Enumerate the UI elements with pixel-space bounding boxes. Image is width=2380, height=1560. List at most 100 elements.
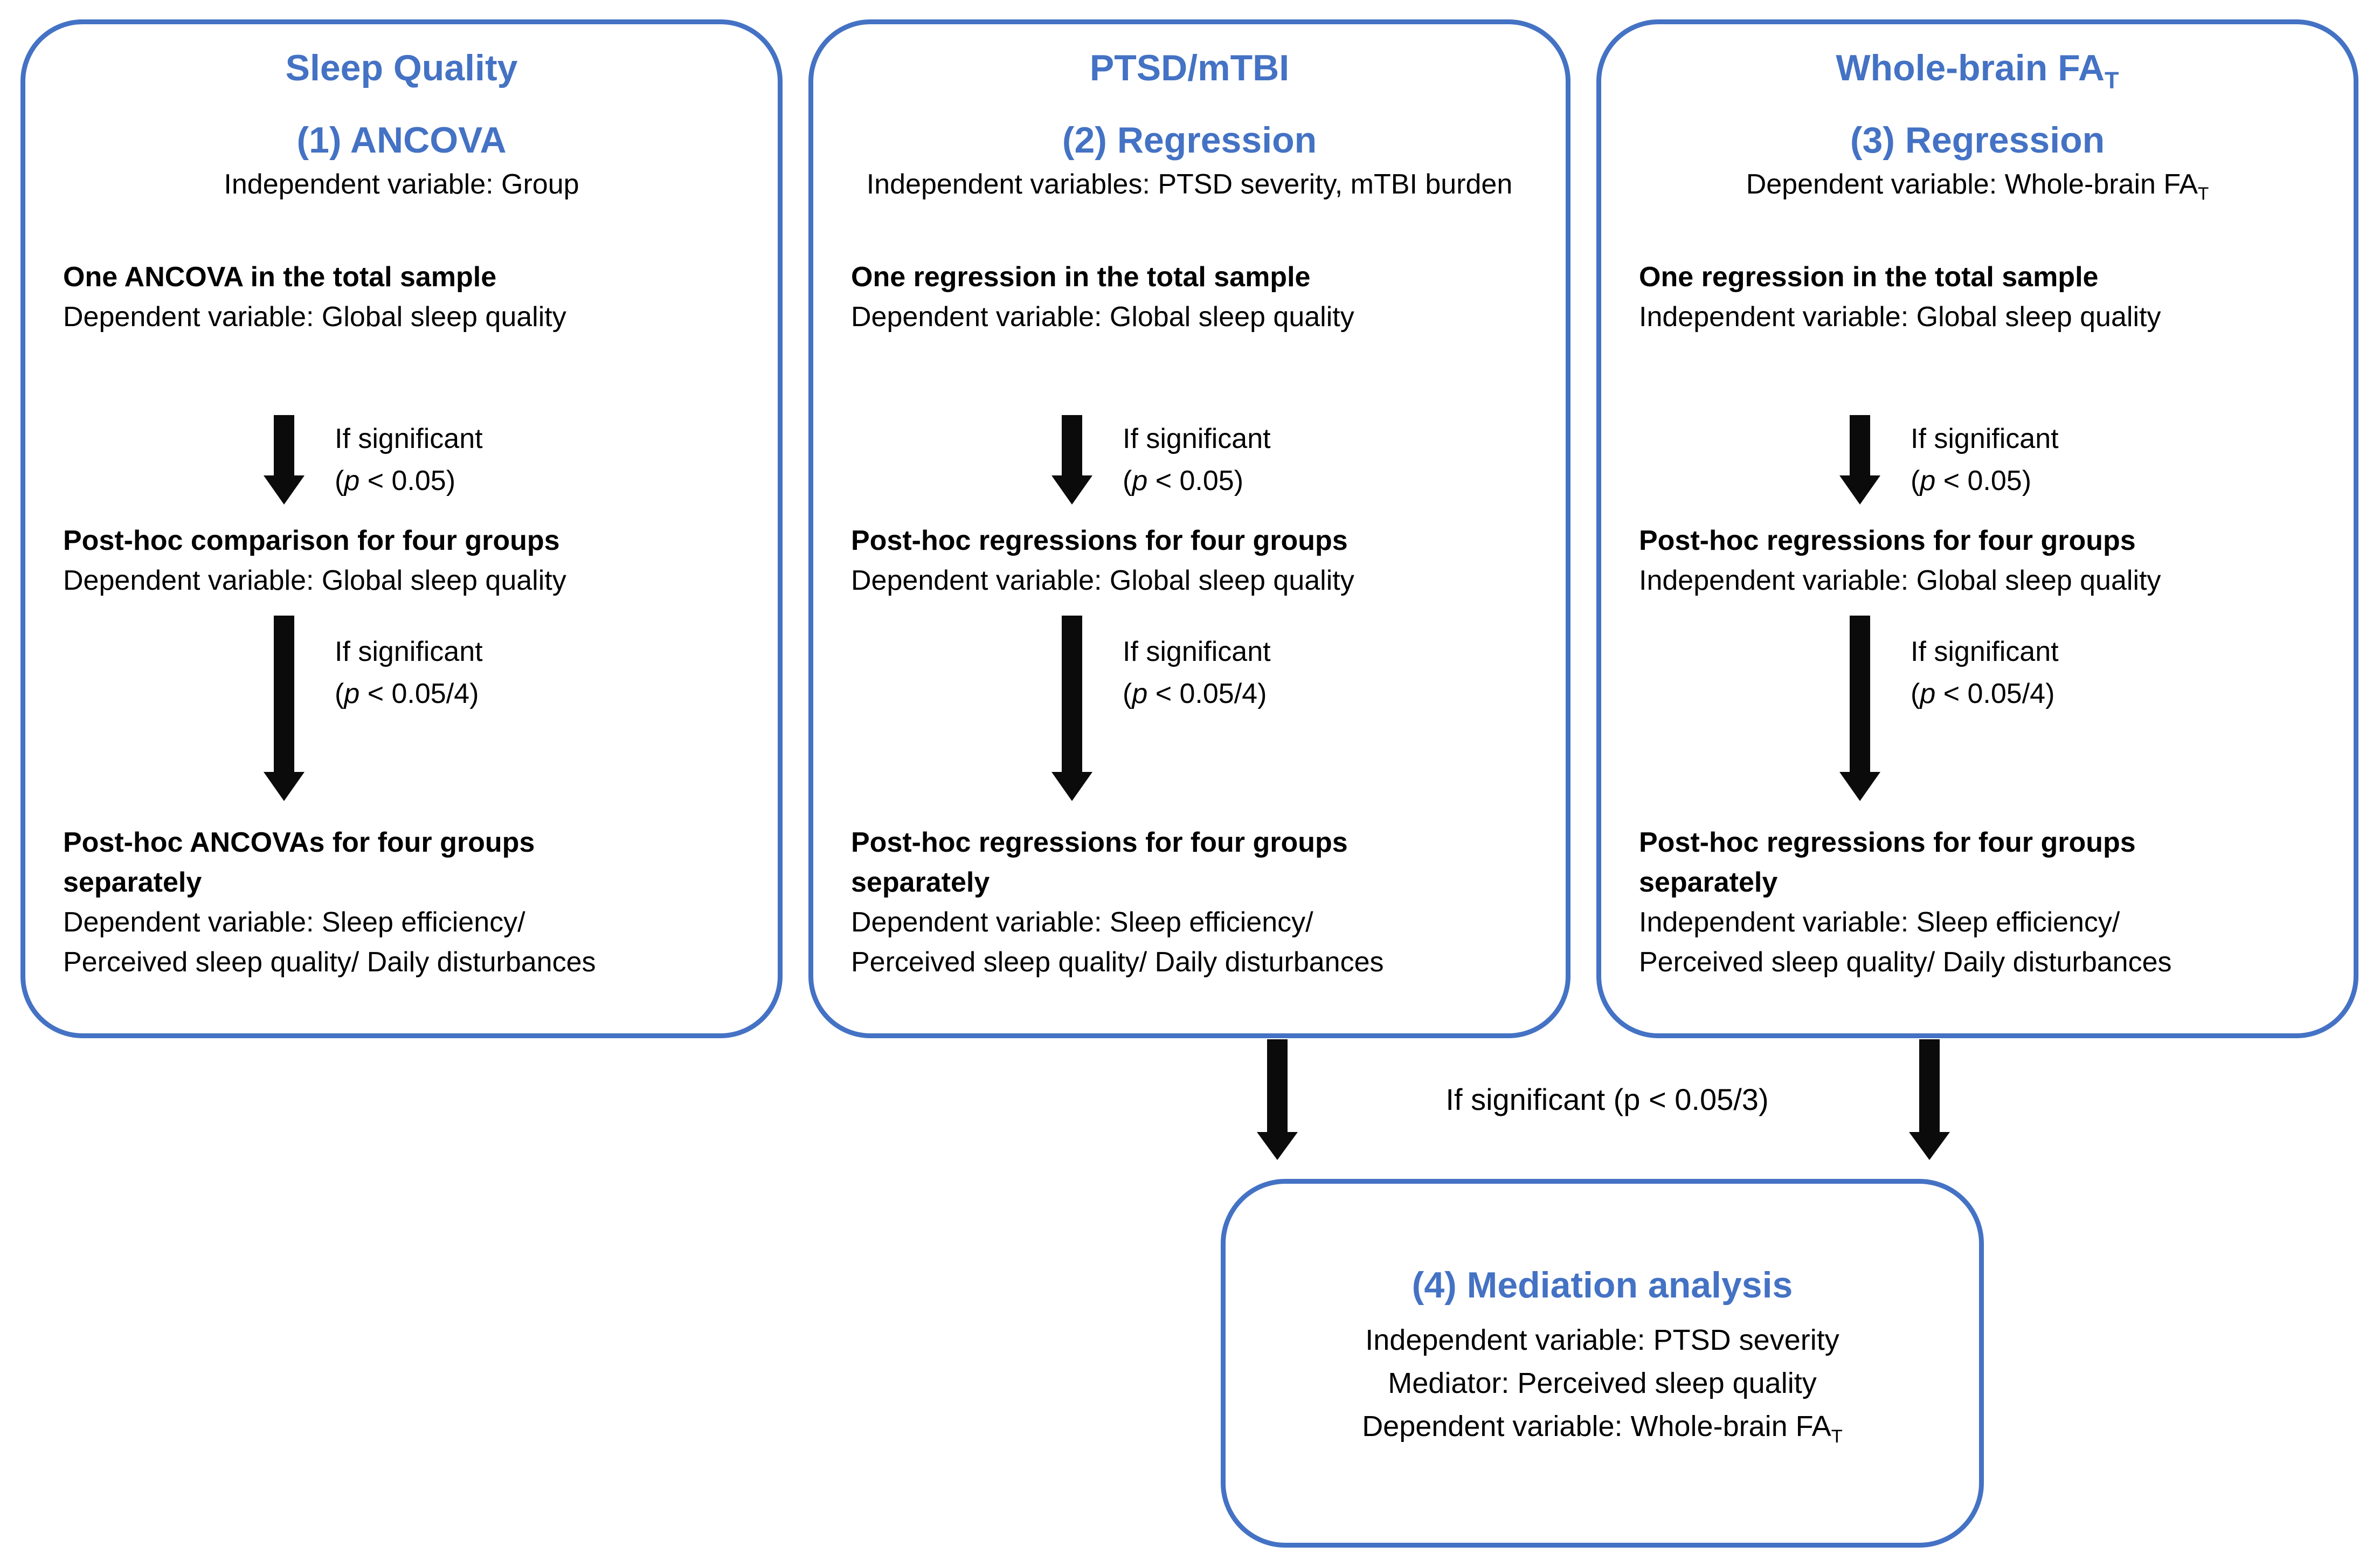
step-posthoc-groups: Post-hoc regressions for four groups Ind…	[1639, 521, 2316, 600]
p-symbol: p	[1920, 678, 1936, 709]
step-bold-line: separately	[851, 867, 990, 898]
down-arrow-icon	[1839, 616, 1880, 801]
method-heading: (3) Regression	[1850, 120, 2105, 161]
down-arrow-icon	[1909, 1039, 1950, 1160]
variables-text: Independent variables: PTSD severity, mT…	[866, 169, 1513, 200]
down-arrow-icon	[1051, 415, 1092, 505]
step-text-line: Dependent variable: Global sleep quality	[851, 565, 1354, 596]
method-heading: (1) ANCOVA	[296, 120, 507, 161]
step-text-line: Perceived sleep quality/ Daily disturban…	[63, 947, 596, 978]
step-text-line: Dependent variable: Global sleep quality	[851, 301, 1354, 333]
step-bold-line: One regression in the total sample	[1639, 261, 2099, 293]
sig-label-line2: (p < 0.05/4)	[1123, 673, 1271, 715]
step-text-line: Perceived sleep quality/ Daily disturban…	[1639, 947, 2172, 978]
significance-connector: If significant (p < 0.05)	[1839, 415, 2316, 505]
paren-open: (	[1123, 678, 1132, 709]
arrow-head	[1051, 475, 1092, 505]
step-posthoc-groups: Post-hoc comparison for four groups Depe…	[63, 521, 740, 600]
arrow-shaft	[274, 415, 294, 475]
step-text-line: Independent variable: Sleep efficiency/	[1639, 907, 2120, 938]
step-posthoc-separately: Post-hoc regressions for four groups sep…	[1639, 823, 2316, 982]
sig-label-line2: (p < 0.05)	[1123, 460, 1271, 502]
step-text-line: Dependent variable: Global sleep quality	[63, 301, 566, 333]
p-symbol: p	[1132, 465, 1148, 496]
down-arrow-icon	[264, 616, 305, 801]
step-bold-line: Post-hoc comparison for four groups	[63, 525, 560, 556]
box-title: Whole-brain FAT	[1639, 47, 2316, 92]
paren-open: (	[335, 678, 344, 709]
step-text-line: Dependent variable: Sleep efficiency/	[63, 907, 525, 938]
variables-text: Independent variable: Group	[224, 169, 579, 200]
down-arrow-icon	[264, 415, 305, 505]
significance-label: If significant (p < 0.05)	[335, 418, 483, 502]
step-bold-line: separately	[63, 867, 202, 898]
box-title-subscript: T	[2105, 67, 2119, 94]
box-sleep-quality: Sleep Quality (1) ANCOVA Independent var…	[20, 19, 783, 1038]
arrow-shaft	[1850, 415, 1870, 475]
box-title-text: Whole-brain FA	[1836, 47, 2105, 88]
step-text-line: Independent variable: Global sleep quali…	[1639, 565, 2161, 596]
box-title: PTSD/mTBI	[851, 47, 1528, 89]
step-bold-line: Post-hoc ANCOVAs for four groups	[63, 827, 535, 858]
arrow-shaft	[1850, 616, 1870, 772]
significance-label: If significant (p < 0.05)	[1911, 418, 2059, 502]
down-arrow-icon	[1839, 415, 1880, 505]
variables-line: Independent variables: PTSD severity, mT…	[851, 165, 1528, 241]
box-ptsd-mtbi: PTSD/mTBI (2) Regression Independent var…	[808, 19, 1570, 1038]
significance-connector: If significant (p < 0.05/4)	[264, 616, 740, 801]
p-symbol: p	[344, 678, 360, 709]
mediation-dependent-line: Dependent variable: Whole-brain FAT	[1226, 1405, 1979, 1448]
step-bold-line: Post-hoc regressions for four groups	[851, 525, 1348, 556]
step-bold-line: Post-hoc regressions for four groups	[1639, 525, 2136, 556]
arrow-shaft	[1062, 415, 1082, 475]
significance-label: If significant (p < 0.05)	[1123, 418, 1271, 502]
paren-open: (	[1911, 678, 1920, 709]
arrow-head	[1839, 475, 1880, 505]
sig-label-line1: If significant	[1911, 636, 2059, 667]
step-posthoc-separately: Post-hoc regressions for four groups sep…	[851, 823, 1528, 982]
mediation-independent-line: Independent variable: PTSD severity	[1365, 1324, 1839, 1356]
down-arrow-icon	[1051, 616, 1092, 801]
significance-connector: If significant (p < 0.05)	[264, 415, 740, 505]
mediation-title: (4) Mediation analysis	[1412, 1265, 1793, 1306]
sig-label-line2: (p < 0.05/4)	[335, 673, 483, 715]
method-heading: (2) Regression	[1062, 120, 1317, 161]
sig-label-line1: If significant	[335, 636, 483, 667]
p-symbol: p	[1132, 678, 1148, 709]
significance-label: If significant (p < 0.05/4)	[335, 631, 483, 715]
top-box-row: Sleep Quality (1) ANCOVA Independent var…	[20, 19, 2358, 1038]
step-total-sample: One regression in the total sample Indep…	[1639, 257, 2316, 337]
arrow-shaft	[1062, 616, 1082, 772]
significance-label: If significant (p < 0.05/4)	[1911, 631, 2059, 715]
step-total-sample: One ANCOVA in the total sample Dependent…	[63, 257, 740, 337]
step-text-line: Independent variable: Global sleep quali…	[1639, 301, 2161, 333]
paren-open: (	[1911, 465, 1920, 496]
significance-connector: If significant (p < 0.05)	[1051, 415, 1528, 505]
arrow-head	[1257, 1132, 1298, 1160]
sig-label-line2: (p < 0.05)	[335, 460, 483, 502]
step-bold-line: separately	[1639, 867, 1778, 898]
paren-open: (	[335, 465, 344, 496]
arrow-head	[1051, 772, 1092, 801]
threshold-text: < 0.05/4)	[1935, 678, 2055, 709]
significance-label: If significant (p < 0.05/4)	[1123, 631, 1271, 715]
paren-open: (	[1123, 465, 1132, 496]
step-text-line: Perceived sleep quality/ Daily disturban…	[851, 947, 1384, 978]
bottom-significance-label: If significant (p < 0.05/3)	[1445, 1082, 1769, 1116]
mediation-mediator-line: Mediator: Perceived sleep quality	[1388, 1367, 1817, 1399]
threshold-text: < 0.05)	[359, 465, 456, 496]
variables-line: Independent variable: Group	[63, 165, 740, 241]
threshold-text: < 0.05/4)	[359, 678, 479, 709]
variables-subscript: T	[2197, 184, 2209, 204]
step-posthoc-separately: Post-hoc ANCOVAs for four groups separat…	[63, 823, 740, 982]
step-total-sample: One regression in the total sample Depen…	[851, 257, 1528, 337]
step-posthoc-groups: Post-hoc regressions for four groups Dep…	[851, 521, 1528, 600]
step-bold-line: Post-hoc regressions for four groups	[851, 827, 1348, 858]
step-bold-line: One ANCOVA in the total sample	[63, 261, 497, 293]
variables-line: Dependent variable: Whole-brain FAT	[1639, 165, 2316, 241]
threshold-text: < 0.05)	[1935, 465, 2032, 496]
mediation-body: Independent variable: PTSD severity Medi…	[1226, 1319, 1979, 1448]
variables-text: Dependent variable: Whole-brain FA	[1746, 169, 2198, 200]
step-text-line: Dependent variable: Sleep efficiency/	[851, 907, 1313, 938]
